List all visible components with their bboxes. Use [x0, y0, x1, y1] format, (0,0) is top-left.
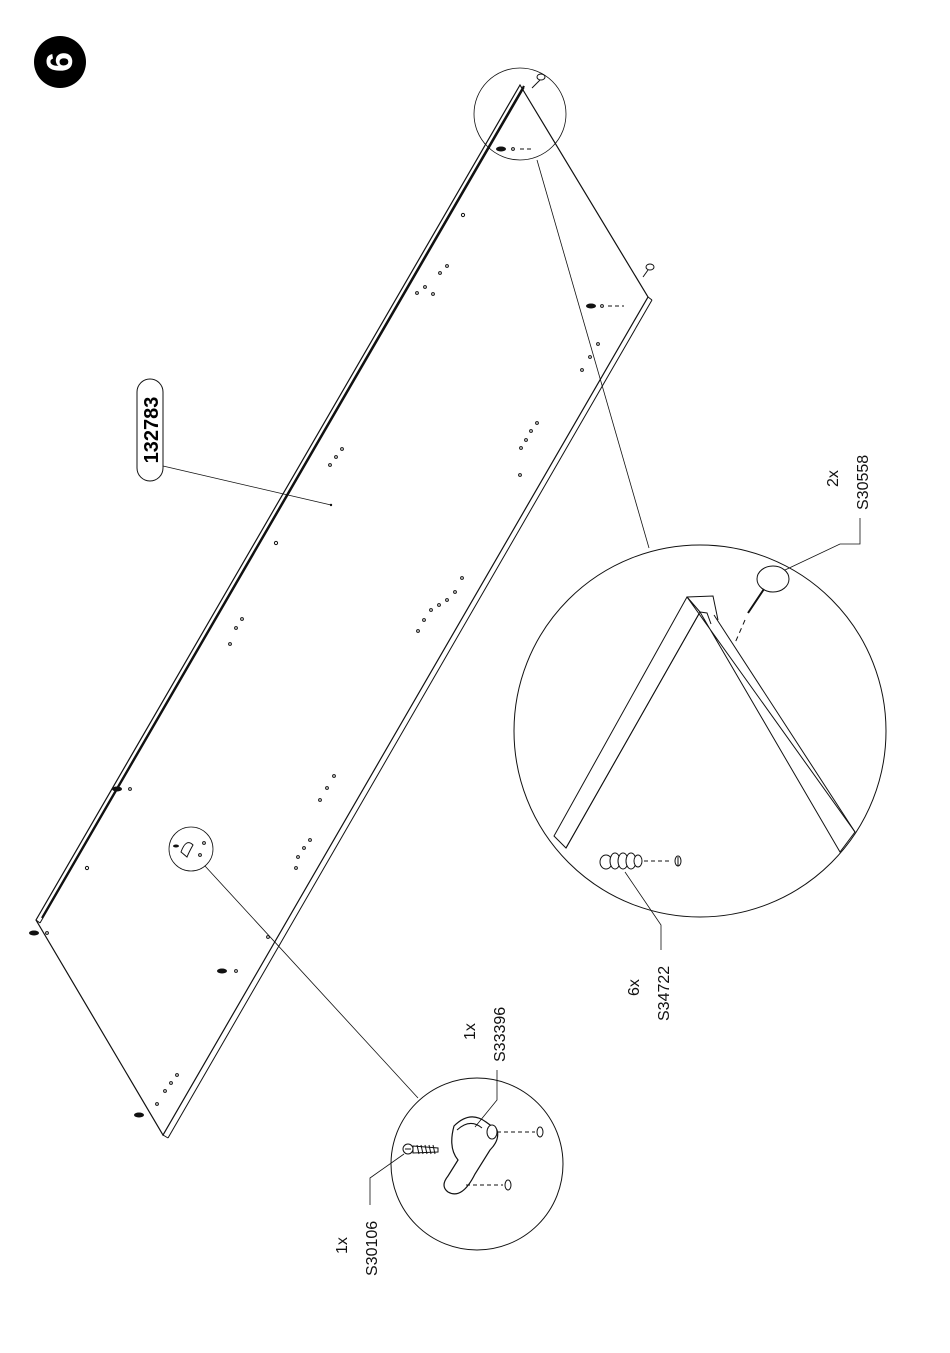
- svg-text:1x: 1x: [462, 1023, 479, 1040]
- svg-text:S34722: S34722: [656, 966, 673, 1021]
- svg-text:1x: 1x: [334, 1237, 351, 1254]
- bracket-enlargement: [391, 1078, 563, 1250]
- corner-enlargement: [514, 545, 886, 917]
- svg-text:S33396: S33396: [492, 1007, 509, 1062]
- svg-text:S30106: S30106: [364, 1221, 381, 1276]
- svg-text:132783: 132783: [141, 397, 163, 464]
- step-number: 6: [34, 36, 86, 88]
- hardware-label-s30558: 2x S30558: [785, 455, 872, 570]
- svg-text:6x: 6x: [626, 979, 643, 996]
- svg-text:S30558: S30558: [855, 455, 872, 510]
- svg-text:2x: 2x: [825, 470, 842, 487]
- svg-text:6: 6: [39, 52, 80, 72]
